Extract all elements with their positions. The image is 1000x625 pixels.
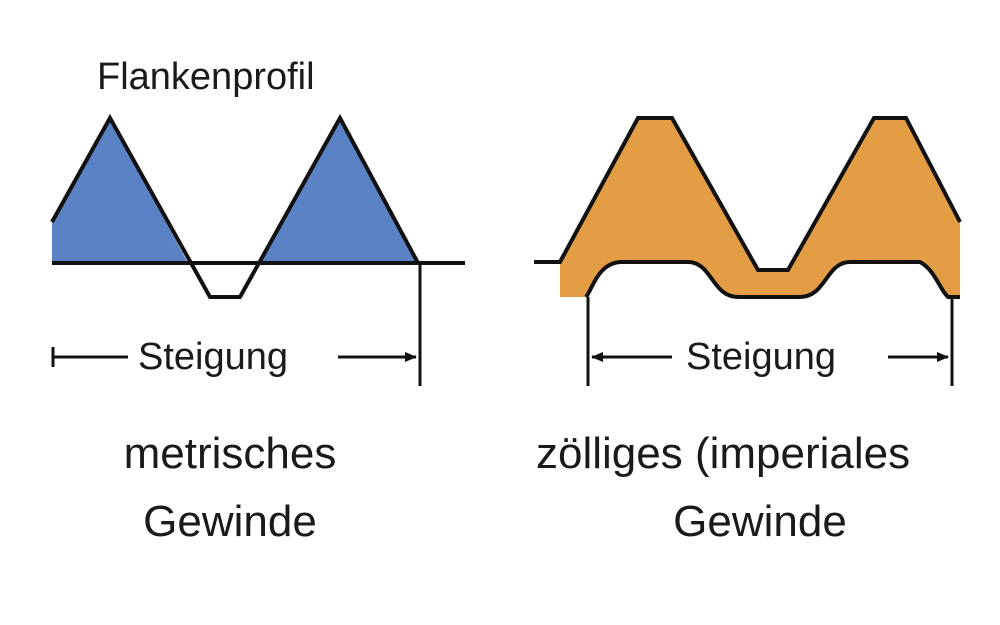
imperial-thread-profile: [534, 116, 962, 386]
imperial-title-line2: Gewinde: [673, 497, 847, 546]
metric-flank-left: [52, 118, 188, 263]
metric-pitch-label: Steigung: [138, 336, 289, 378]
metric-thread-profile: [50, 113, 465, 386]
imperial-inner-outline: [584, 260, 960, 299]
imperial-outer-outline: [534, 116, 962, 272]
imperial-pitch-label: Steigung: [686, 336, 837, 378]
metric-profile-outline: [50, 113, 420, 299]
imperial-profile-body: [560, 118, 960, 297]
metric-title-line1: metrisches: [123, 429, 337, 478]
metric-title-line2: Gewinde: [143, 497, 317, 546]
imperial-title-line1: zölliges (imperiales: [536, 429, 911, 478]
metric-flank-right: [258, 118, 418, 263]
flank-profile-label: Flankenprofil: [97, 56, 315, 98]
